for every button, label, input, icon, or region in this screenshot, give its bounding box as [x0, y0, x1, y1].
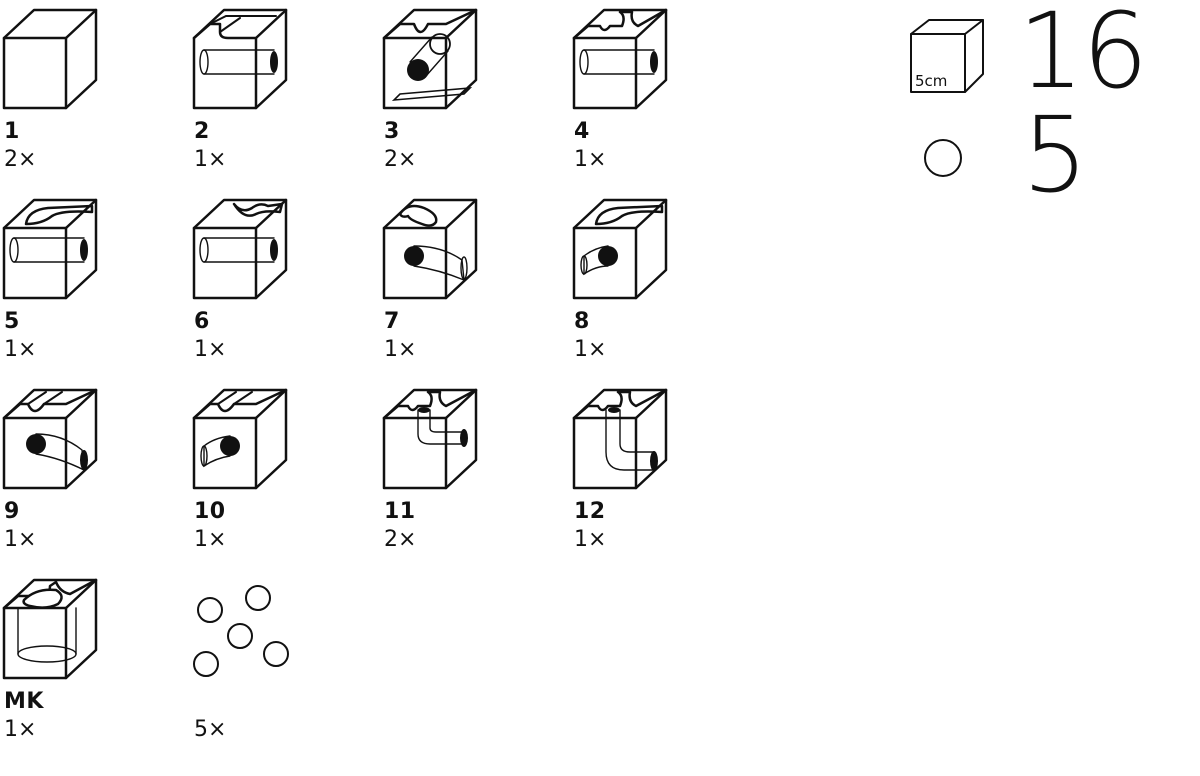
part-number: 5 [4, 309, 20, 334]
marbles-cell: 5× [190, 574, 340, 764]
summary-icons: 5cm [910, 19, 984, 177]
part-quantity: 2× [384, 147, 417, 172]
hollow-shaft-cube-icon [2, 578, 98, 680]
cube-size-label: 5cm [915, 72, 947, 90]
part-9-cell: 9 1× [0, 384, 150, 574]
part-number: 11 [384, 499, 416, 524]
part-quantity: 1× [4, 717, 37, 742]
part-number: 1 [4, 119, 20, 144]
straight-tunnel-cube-icon [192, 8, 288, 110]
part-12-cell: 12 1× [570, 384, 720, 574]
part-number: 7 [384, 309, 400, 334]
part-quantity: 1× [574, 337, 607, 362]
part-quantity: 1× [574, 147, 607, 172]
summary-panel: 5cm 16 5 [905, 0, 1195, 216]
part-5-cell: 5 1× [0, 194, 150, 384]
part-8-cell: 8 1× [570, 194, 720, 384]
part-number: 4 [574, 119, 590, 144]
part-3-cell: 3 2× [380, 4, 530, 194]
part-number: 10 [194, 499, 226, 524]
tunnel-ramp-cube-icon [2, 198, 98, 300]
part-11-cell: 11 2× [380, 384, 530, 574]
part-10-cell: 10 1× [190, 384, 340, 574]
part-number: 8 [574, 309, 590, 334]
part-quantity: 1× [4, 527, 37, 552]
part-quantity: 1× [194, 147, 227, 172]
marbles-icon [193, 585, 289, 677]
part-quantity: 2× [384, 527, 417, 552]
cross-bend-deep-cube-icon [572, 388, 668, 490]
cross-bend-cube-icon [382, 388, 478, 490]
part-number: 9 [4, 499, 20, 524]
part-number: 2 [194, 119, 210, 144]
part-quantity: 1× [194, 337, 227, 362]
part-6-cell: 6 1× [190, 194, 340, 384]
cube-size-icon: 5cm [910, 19, 984, 93]
part-7-cell: 7 1× [380, 194, 530, 384]
tunnel-cross-cube-icon [572, 8, 668, 110]
groove-drop-left-cube-icon [192, 388, 288, 490]
part-2-cell: 2 1× [190, 4, 340, 194]
part-quantity: 5× [194, 717, 227, 742]
curve-drop-cube-icon [382, 198, 478, 300]
plain-cube-icon [2, 8, 98, 110]
marble-icon [924, 139, 962, 177]
part-number: 12 [574, 499, 606, 524]
diagonal-drop-cube-icon [382, 8, 478, 110]
tunnel-curve-cube-icon [192, 198, 288, 300]
ramp-drop-cube-icon [572, 198, 668, 300]
part-quantity: 1× [4, 337, 37, 362]
part-quantity: 1× [574, 527, 607, 552]
part-1-cell: 1 2× [0, 4, 150, 194]
groove-drop-cube-icon [2, 388, 98, 490]
marble-count: 5 [1022, 94, 1089, 216]
part-number: 6 [194, 309, 210, 334]
part-4-cell: 4 1× [570, 4, 720, 194]
part-quantity: 1× [384, 337, 417, 362]
part-quantity: 1× [194, 527, 227, 552]
part-number: 3 [384, 119, 400, 144]
part-quantity: 2× [4, 147, 37, 172]
part-mk-cell: MK 1× [0, 574, 150, 764]
part-number: MK [4, 689, 44, 714]
cube-count: 16 [1018, 0, 1148, 112]
